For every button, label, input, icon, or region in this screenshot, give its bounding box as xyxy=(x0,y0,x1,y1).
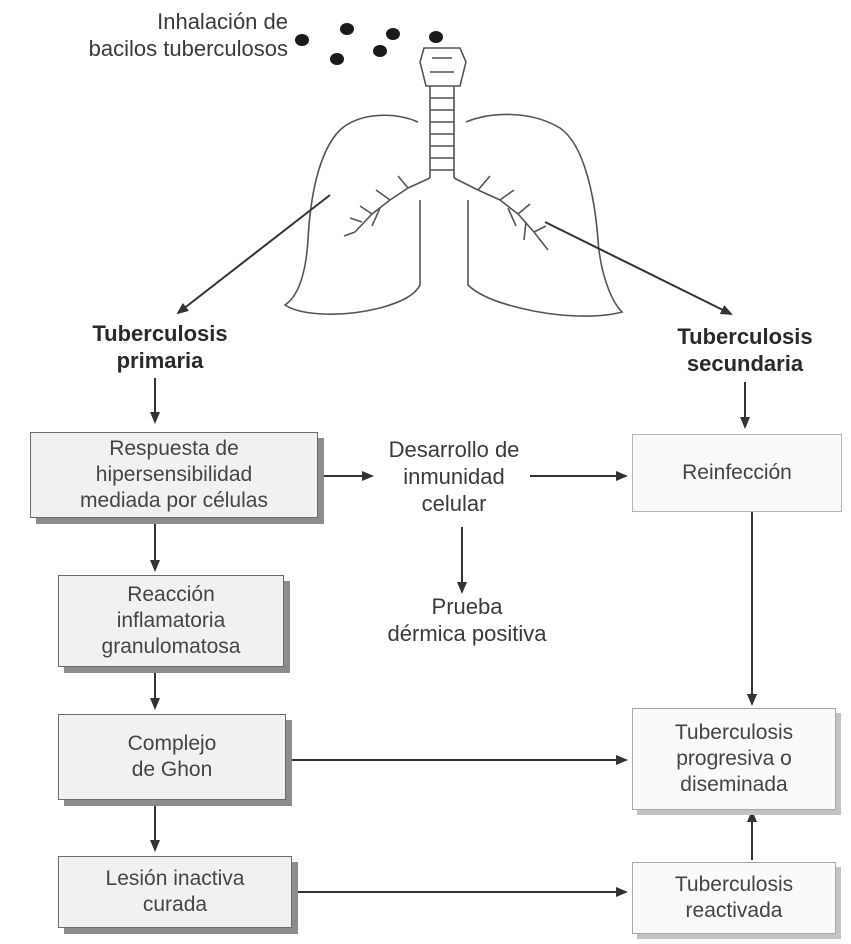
primary-tb-heading: Tuberculosis primaria xyxy=(60,320,260,374)
inflammatory-reaction-box: Reacción inflamatoria granulomatosa xyxy=(58,575,284,667)
reinfection-line1: Reinfección xyxy=(682,460,792,486)
hypersensitivity-box: Respuesta de hipersensibilidad mediada p… xyxy=(30,432,318,518)
secondary-tb-line2: secundaria xyxy=(645,350,845,377)
lungs-illustration xyxy=(285,48,622,316)
primary-tb-line2: primaria xyxy=(60,347,260,374)
inflammatory-line3: granulomatosa xyxy=(102,634,241,660)
inactive-line2: curada xyxy=(106,892,245,918)
progressive-line1: Tuberculosis xyxy=(675,720,793,746)
inhalation-label: Inhalación de bacilos tuberculosos xyxy=(18,8,288,62)
inflammatory-line2: inflamatoria xyxy=(102,608,241,634)
hypersensitivity-line3: mediada por células xyxy=(80,488,268,514)
hypersensitivity-line2: hipersensibilidad xyxy=(80,462,268,488)
hypersensitivity-line1: Respuesta de xyxy=(80,436,268,462)
ghon-line2: de Ghon xyxy=(128,757,217,783)
reactivated-line1: Tuberculosis xyxy=(675,872,793,898)
inhalation-label-line1: Inhalación de xyxy=(18,8,288,35)
progressive-tb-box: Tuberculosis progresiva o diseminada xyxy=(632,708,836,810)
cellular-immunity-label: Desarrollo de inmunidad celular xyxy=(364,436,544,517)
primary-tb-line1: Tuberculosis xyxy=(60,320,260,347)
inactive-line1: Lesión inactiva xyxy=(106,866,245,892)
progressive-line2: progresiva o xyxy=(675,746,793,772)
inhalation-label-line2: bacilos tuberculosos xyxy=(18,35,288,62)
skin-test-line2: dérmica positiva xyxy=(372,620,562,647)
immunity-line3: celular xyxy=(364,490,544,517)
reactivated-tb-box: Tuberculosis reactivada xyxy=(632,862,836,934)
progressive-line3: diseminada xyxy=(675,772,793,798)
ghon-complex-box: Complejo de Ghon xyxy=(58,714,286,800)
immunity-line2: inmunidad xyxy=(364,463,544,490)
secondary-tb-line1: Tuberculosis xyxy=(645,323,845,350)
inflammatory-line1: Reacción xyxy=(102,582,241,608)
secondary-tb-heading: Tuberculosis secundaria xyxy=(645,323,845,377)
inactive-lesion-box: Lesión inactiva curada xyxy=(58,856,292,928)
reinfection-box: Reinfección xyxy=(632,434,842,512)
reactivated-line2: reactivada xyxy=(675,898,793,924)
positive-skin-test-label: Prueba dérmica positiva xyxy=(372,593,562,647)
immunity-line1: Desarrollo de xyxy=(364,436,544,463)
ghon-line1: Complejo xyxy=(128,731,217,757)
skin-test-line1: Prueba xyxy=(372,593,562,620)
